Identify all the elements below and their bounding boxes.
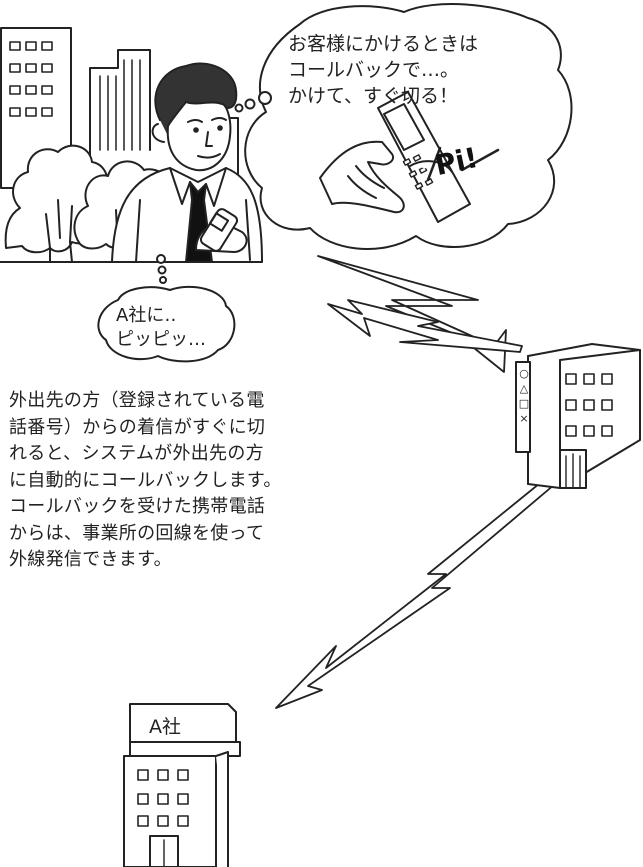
signal-bolts <box>275 255 575 709</box>
description-line-4: に自動的にコールバックします。 <box>9 469 282 491</box>
speech-top-line-3: かけて、すぐ切る！ <box>288 85 459 107</box>
description-line-7: 外線発信できます。 <box>9 549 172 570</box>
speech-small-text: A社に‥ ピッピッ… <box>116 304 206 352</box>
speech-top-line-1: お客様にかけるときは <box>288 33 479 55</box>
panel-symbol-cross: × <box>519 412 529 425</box>
description-line-5: コールバックを受けた携帯電話 <box>9 496 266 517</box>
description-line-2: 話番号）からの着信がすぐに切 <box>9 416 266 438</box>
speech-small-line-2: ピッピッ… <box>116 329 206 350</box>
thought-bubble-small <box>97 254 236 363</box>
description-line-6: からは、事業所の回線を使って <box>9 522 265 544</box>
thought-bubble-top <box>234 3 573 251</box>
panel-symbol-square: □ <box>518 397 530 410</box>
city-buildings <box>0 27 239 211</box>
speech-top-line-2: コールバックで…。 <box>288 59 460 81</box>
panel-symbol-triangle: △ <box>519 382 529 395</box>
businessman <box>111 62 263 263</box>
speech-small-line-1: A社に‥ <box>116 305 177 326</box>
mobile-phone-small <box>199 208 239 252</box>
company-sign-label: A社 <box>149 716 181 738</box>
speech-top-text: お客様にかけるときは コールバックで…。 かけて、すぐ切る！ <box>288 31 478 109</box>
building-side-panel: ○ △ □ × <box>518 366 530 426</box>
office-building-right <box>515 343 641 489</box>
phone-in-hand <box>319 91 471 223</box>
company-a-building <box>123 703 241 867</box>
description-line-1: 外出先の方（登録されている電 <box>9 390 265 411</box>
description-text: 外出先の方（登録されている電 話番号）からの着信がすぐに切 れると、システムが外… <box>9 388 339 574</box>
panel-symbol-circle: ○ <box>519 367 529 380</box>
description-line-3: れると、システムが外出先の方 <box>9 443 264 464</box>
